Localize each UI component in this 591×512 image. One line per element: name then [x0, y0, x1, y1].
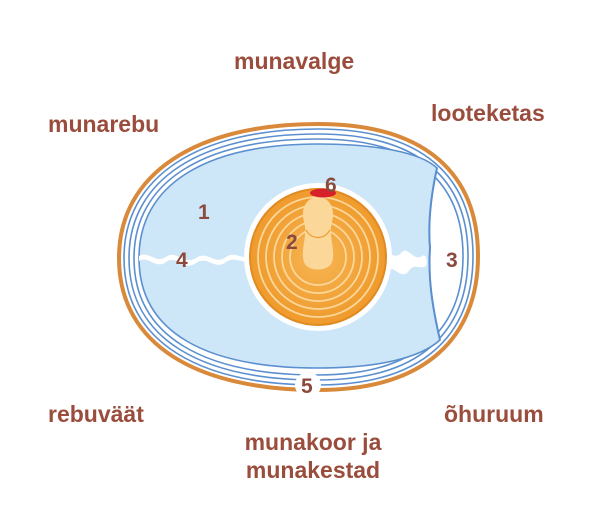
- number-air-cell: 3: [446, 249, 458, 272]
- shell-number-badge: [295, 372, 321, 398]
- label-shell-line2: munakestad: [245, 457, 381, 483]
- number-albumen: 1: [198, 201, 210, 224]
- label-yolk: munarebu: [48, 111, 160, 137]
- number-germinal-disc: 6: [325, 174, 337, 197]
- label-shell-line1: munakoor ja: [244, 429, 382, 455]
- label-germinal-disc: looteketas: [431, 100, 545, 126]
- latebra: [302, 196, 334, 270]
- label-albumen: munavalge: [234, 48, 355, 74]
- number-shell: 5: [301, 375, 313, 398]
- yolk: [244, 183, 392, 331]
- label-chalazae: rebuväät: [48, 401, 144, 427]
- germinal-disc: [310, 188, 336, 198]
- air-cell-membrane: [428, 167, 441, 341]
- chalaza-left: [139, 254, 256, 266]
- label-air-cell: õhuruum: [444, 401, 544, 427]
- number-yolk: 2: [286, 231, 298, 254]
- number-chalaza: 4: [176, 249, 188, 272]
